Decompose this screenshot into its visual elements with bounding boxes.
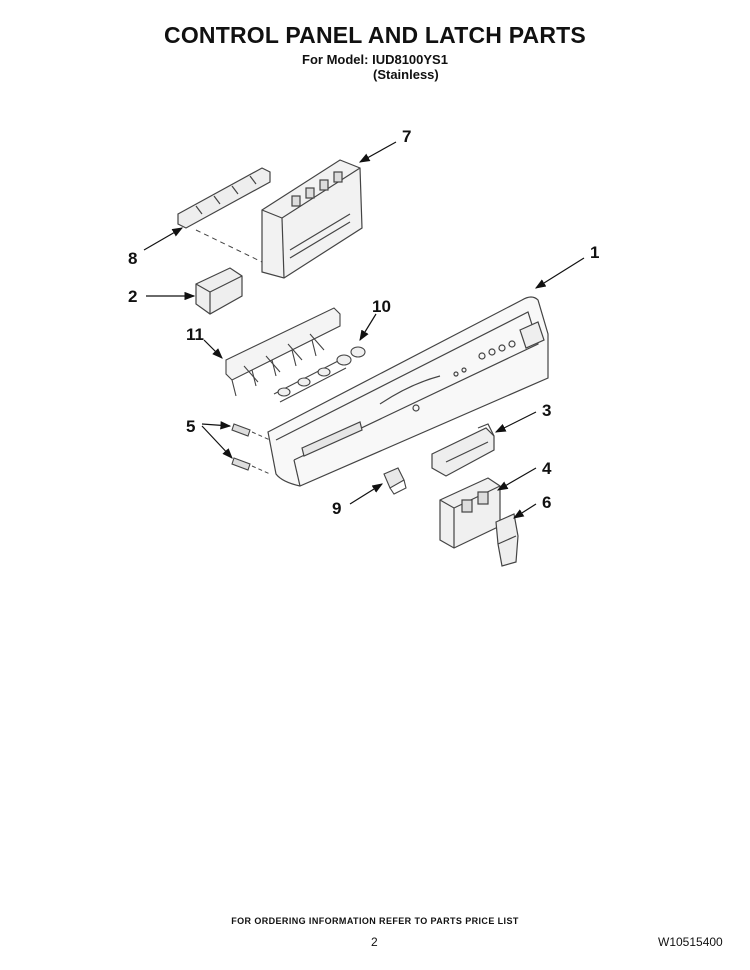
callout-10: 10 xyxy=(372,297,391,316)
callout-6: 6 xyxy=(542,493,551,512)
push-buttons xyxy=(273,346,366,403)
screw-dashed-line-lower xyxy=(251,465,271,475)
callout-3: 3 xyxy=(542,401,551,420)
ordering-note: FOR ORDERING INFORMATION REFER TO PARTS … xyxy=(231,916,519,926)
switch-part xyxy=(383,467,407,495)
callout-5: 5 xyxy=(186,417,195,436)
callout-2: 2 xyxy=(128,287,137,306)
mounting-screws xyxy=(231,423,251,471)
callout-1: 1 xyxy=(590,243,599,262)
callout-4: 4 xyxy=(542,459,552,478)
document-number: W10515400 xyxy=(658,935,723,949)
callout-7: 7 xyxy=(402,127,411,146)
electronic-control-board xyxy=(261,159,363,279)
page-number: 2 xyxy=(371,935,378,949)
door-handle xyxy=(431,423,495,477)
latch-strike xyxy=(495,513,519,567)
screw-dashed-line-upper xyxy=(251,431,271,441)
model-line: For Model: IUD8100YS1 xyxy=(302,52,448,67)
variant-line: (Stainless) xyxy=(373,67,439,82)
alignment-dashed-line xyxy=(195,229,263,263)
page-title: CONTROL PANEL AND LATCH PARTS xyxy=(164,22,586,48)
button-holder xyxy=(225,307,341,397)
callout-9: 9 xyxy=(332,499,341,518)
callout-11: 11 xyxy=(186,325,204,344)
bracket-part xyxy=(195,267,243,315)
door-latch xyxy=(439,477,501,549)
callout-8: 8 xyxy=(128,249,137,268)
leader-lines xyxy=(143,141,585,519)
control-panel-console xyxy=(267,296,549,487)
user-interface-strip xyxy=(177,167,271,229)
